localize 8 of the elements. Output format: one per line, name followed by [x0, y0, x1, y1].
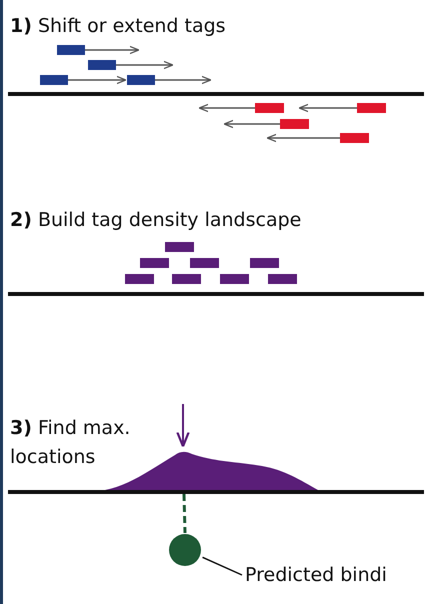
step-heading: 2) Build tag density landscape: [10, 208, 302, 233]
step-heading: 3) Find max. locations: [10, 416, 132, 470]
site-label: Predicted bindi: [245, 563, 387, 588]
dashed-line: [182, 494, 186, 534]
leader-line: [202, 556, 242, 576]
binding-site-circle: [169, 534, 201, 566]
density-peak-drawing: [105, 452, 318, 490]
step-heading: 1) Shift or extend tags: [10, 14, 227, 39]
